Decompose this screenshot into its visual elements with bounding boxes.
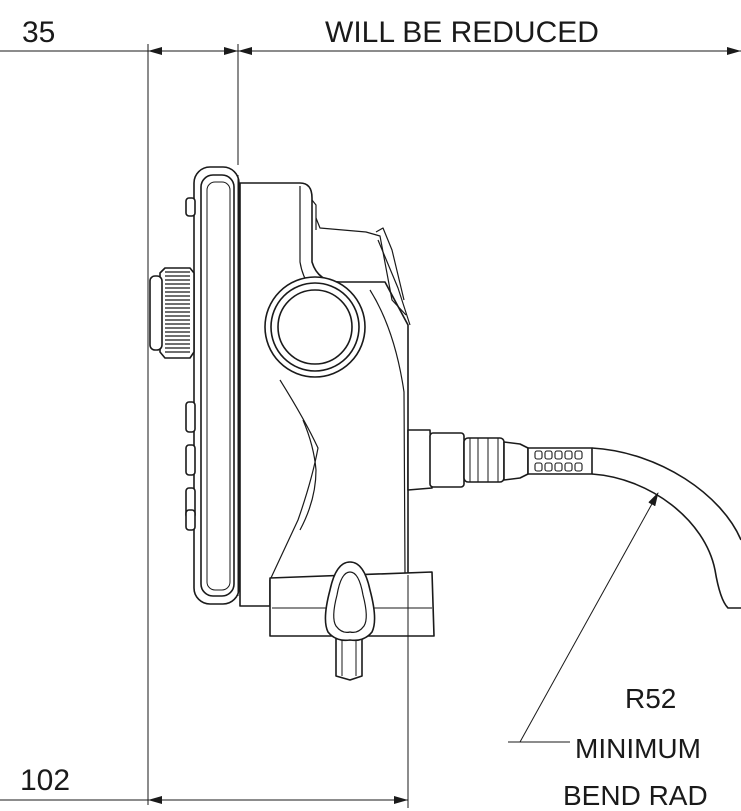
- cable-gland: [407, 429, 593, 491]
- front-panel: [185, 166, 240, 605]
- radius-callout: [508, 492, 659, 743]
- radius-line2-label: BEND RAD: [563, 780, 708, 811]
- dimension-will-be-reduced-label: WILL BE REDUCED: [325, 16, 599, 49]
- housing-contours: [269, 186, 411, 581]
- side-port: [264, 276, 366, 378]
- pendant-device: [149, 166, 741, 681]
- radius-leader-line: [519, 492, 659, 743]
- radius-value-label: R52: [625, 683, 676, 714]
- latch: [324, 561, 376, 642]
- rear-housing: [239, 182, 409, 607]
- radius-line1-label: MINIMUM: [575, 733, 701, 764]
- dimension-102-label: 102: [20, 764, 70, 797]
- top-dimension: [0, 44, 741, 805]
- stop-knob: [149, 267, 195, 359]
- dimension-35-label: 35: [22, 16, 55, 49]
- cable: [591, 447, 741, 609]
